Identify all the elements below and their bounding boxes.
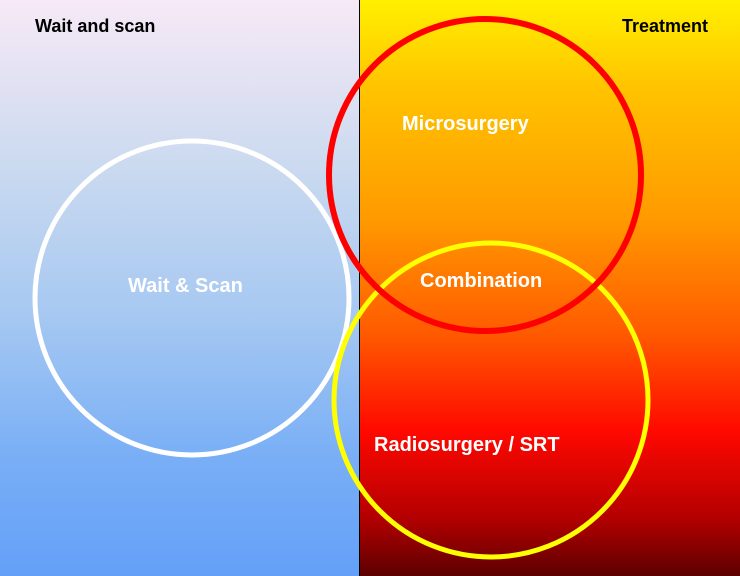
treatment-heading: Treatment (621, 16, 708, 36)
wait-scan-label: Wait & Scan (128, 275, 243, 297)
radiosurgery-label: Radiosurgery / SRT (374, 434, 560, 456)
microsurgery-label: Microsurgery (402, 113, 529, 135)
wait-and-scan-panel (0, 0, 359, 576)
combination-label: Combination (420, 270, 543, 292)
microsurgery-circle (326, 16, 644, 334)
wait-and-scan-heading: Wait and scan (35, 16, 156, 36)
panel-divider (359, 0, 360, 576)
radiosurgery-circle (331, 240, 651, 560)
treatment-panel (360, 0, 740, 576)
wait-scan-circle (32, 138, 352, 458)
